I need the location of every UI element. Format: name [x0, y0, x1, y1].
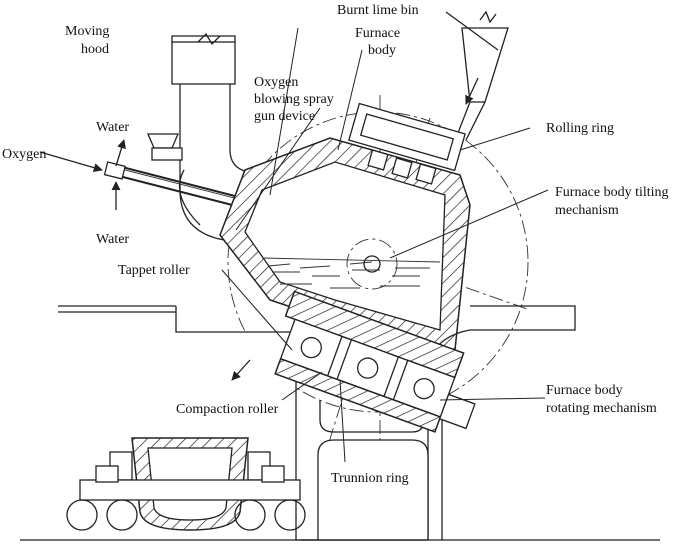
oxygen-gun-label-line3: gun device — [254, 109, 315, 124]
furnace-body-label-line1: Furnace — [355, 26, 400, 41]
water-bottom-label: Water — [96, 232, 129, 247]
rotating-mechanism-label-line2: rotating mechanism — [546, 401, 657, 416]
water-top-label: Water — [96, 120, 129, 135]
burnt-lime-bin — [445, 10, 509, 141]
trunnion-assembly — [274, 290, 476, 433]
rolling-ring-label: Rolling ring — [546, 121, 614, 136]
compaction-roller-label: Compaction roller — [176, 402, 279, 417]
tappet-roller-label: Tappet roller — [118, 263, 190, 278]
furnace-body-label-line2: body — [368, 43, 396, 58]
ladle-car — [66, 437, 306, 531]
oxygen-label: Oxygen — [2, 147, 46, 162]
leader-lines — [221, 27, 549, 463]
moving-hood-label-line2: hood — [81, 42, 109, 57]
oxygen-lance — [39, 133, 333, 231]
oxygen-gun-label-line1: Oxygen — [254, 75, 298, 90]
trunnion-ring-label: Trunnion ring — [331, 471, 409, 486]
rotating-mechanism-label-line1: Furnace body — [546, 383, 623, 398]
tilting-mechanism-label-line2: mechanism — [555, 203, 619, 218]
furnace-body — [219, 137, 471, 356]
furnace-centre — [363, 255, 381, 273]
rolling-ring — [348, 102, 466, 185]
moving-hood-label-line1: Moving — [65, 24, 109, 39]
burnt-lime-bin-label: Burnt lime bin — [337, 3, 419, 18]
oxygen-gun-label-line2: blowing spray — [254, 92, 334, 107]
tilting-mechanism-label-line1: Furnace body tilting — [555, 185, 669, 200]
